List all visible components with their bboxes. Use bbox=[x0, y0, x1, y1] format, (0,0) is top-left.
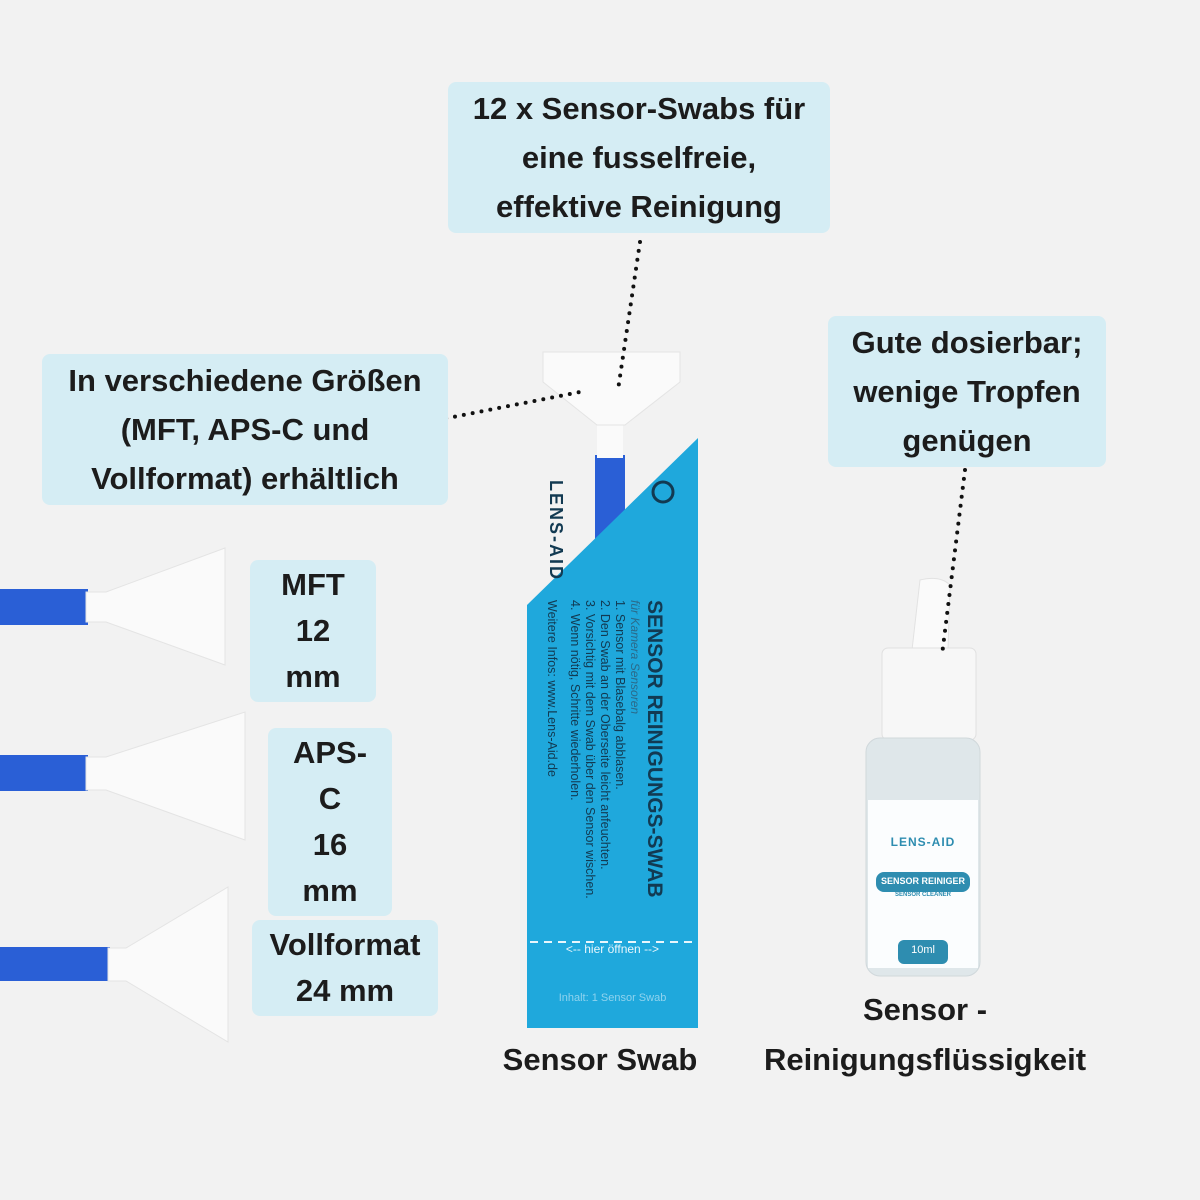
aperture-logo-icon bbox=[651, 480, 675, 504]
callout-line: MFT bbox=[281, 567, 345, 602]
callout-line: (MFT, APS-C und bbox=[120, 412, 370, 447]
callout-line: effektive Reinigung bbox=[496, 189, 782, 224]
swab-mft bbox=[0, 547, 226, 666]
callout-line: 12 x Sensor-Swabs für bbox=[472, 91, 806, 126]
callout-line: In verschiedene Größen bbox=[68, 363, 422, 398]
label-sensor-fluid: Sensor - Reinigungsflüssigkeit bbox=[745, 985, 1105, 1085]
callout-fluid: Gute dosierbar; wenige Tropfen genügen bbox=[828, 316, 1106, 467]
packet-open: <-- hier öffnen --> bbox=[565, 942, 660, 956]
bottle-volume: 10ml bbox=[911, 944, 935, 956]
packet-brand: LENS-AID bbox=[546, 480, 566, 581]
swab-apsc bbox=[0, 711, 246, 841]
packet-subtitle: für Kamera Sensoren bbox=[628, 600, 642, 715]
callout-line: Gute dosierbar; bbox=[851, 325, 1083, 360]
callout-line: wenige Tropfen bbox=[853, 374, 1081, 409]
connector-sizes bbox=[400, 390, 582, 429]
packet-step: 3. Vorsichtig mit dem Swab über den Sens… bbox=[583, 600, 597, 899]
label-line: Sensor - bbox=[862, 992, 988, 1027]
swab-fullframe bbox=[0, 886, 229, 1043]
packet-contents: Inhalt: 1 Sensor Swab bbox=[558, 992, 667, 1004]
callout-line: genügen bbox=[902, 423, 1032, 458]
callout-line: 24 mm bbox=[295, 973, 395, 1008]
packet-info: Weitere Infos: www.Lens-Aid.de bbox=[545, 600, 559, 777]
packet-instructions: SENSOR REINIGUNGS-SWAB für Kamera Sensor… bbox=[544, 600, 666, 930]
callout-mft: MFT 12 mm bbox=[250, 560, 376, 702]
bottle-name: SENSOR REINIGER bbox=[880, 876, 965, 886]
fluid-bottle bbox=[865, 577, 981, 977]
label-sensor-swab: Sensor Swab bbox=[502, 1042, 698, 1077]
callout-line: eine fusselfreie, bbox=[521, 140, 757, 175]
swab-packet bbox=[527, 438, 698, 1028]
connector-swabs bbox=[616, 240, 642, 392]
callout-line: Vollformat bbox=[269, 927, 421, 962]
callout-fullframe: Vollformat 24 mm bbox=[252, 920, 438, 1016]
packet-step: 4. Wenn nötig, Schritte wiederholen. bbox=[568, 600, 582, 801]
callout-line: Vollformat) erhältlich bbox=[91, 461, 399, 496]
bottle-sub: SENSOR CLEANER bbox=[894, 892, 951, 898]
packet-step: 2. Den Swab an der Oberseite leicht anfe… bbox=[598, 600, 612, 870]
packet-step: 1. Sensor mit Blasebalg abblasen. bbox=[613, 600, 627, 790]
callout-swabs: 12 x Sensor-Swabs für eine fusselfreie, … bbox=[448, 82, 830, 233]
callout-line: 16 mm bbox=[302, 827, 358, 908]
label-line: Reinigungsflüssigkeit bbox=[763, 1042, 1087, 1077]
callout-apsc: APS-C 16 mm bbox=[268, 728, 392, 916]
bottle-brand: LENS-AID bbox=[890, 835, 956, 849]
swab-center bbox=[542, 351, 681, 545]
callout-line: 12 mm bbox=[285, 613, 341, 694]
callout-line: APS-C bbox=[292, 735, 368, 816]
packet-title: SENSOR REINIGUNGS-SWAB bbox=[643, 600, 666, 898]
callout-sizes: In verschiedene Größen (MFT, APS-C und V… bbox=[42, 354, 448, 505]
